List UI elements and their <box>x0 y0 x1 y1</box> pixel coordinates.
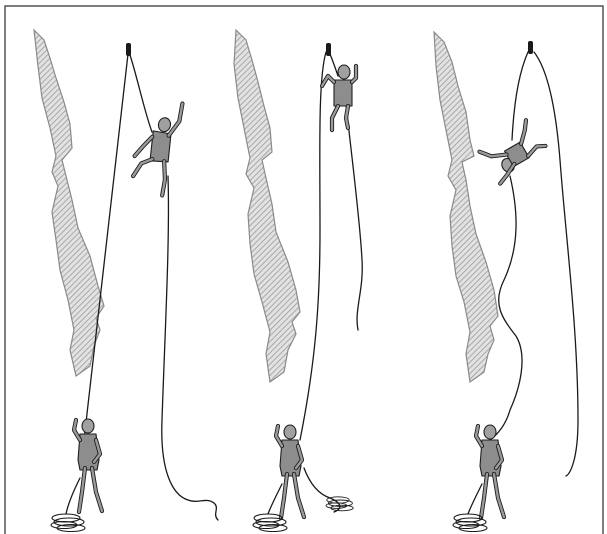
cliff-face <box>234 30 300 382</box>
rope-to-belayer <box>84 54 128 440</box>
cliff-face <box>434 32 498 382</box>
rope-to-belayer <box>300 52 326 440</box>
belayer-figure <box>74 419 102 512</box>
rope-to-belayer <box>534 52 578 476</box>
climber-figure <box>322 65 356 130</box>
rope-to-climber <box>330 54 338 76</box>
rope-slack <box>346 104 362 330</box>
climber-figure <box>129 97 183 196</box>
rope-to-climber <box>130 55 152 132</box>
panel-2 <box>234 30 362 532</box>
rope-coil-icon <box>253 514 287 532</box>
rope-coil-icon <box>51 514 85 532</box>
belayer-figure <box>476 425 504 518</box>
climber-figure-falling <box>477 118 550 184</box>
cliff-face <box>34 30 104 376</box>
panel-3 <box>434 32 578 532</box>
panel-1 <box>34 30 218 532</box>
rope-slack <box>162 176 218 520</box>
anchor-icon <box>528 41 533 54</box>
rope-coil-icon <box>453 514 487 532</box>
